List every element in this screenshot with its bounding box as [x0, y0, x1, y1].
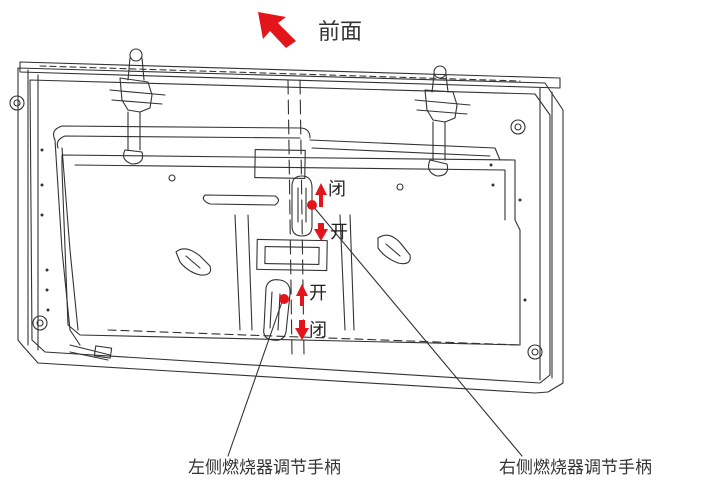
front-arrow-icon [258, 12, 296, 48]
right-burner-handle-label: 右侧燃烧器调节手柄 [499, 458, 652, 478]
right-valve-assembly [414, 65, 471, 177]
left-side-rail [27, 69, 39, 351]
foot-bottom-left [32, 315, 48, 331]
left-down-arrow-icon [295, 320, 309, 340]
top-rail [19, 61, 561, 89]
right-knob-housing [291, 175, 313, 237]
left-burner-handle-label: 左侧燃烧器调节手柄 [188, 458, 341, 478]
left-valve-assembly [109, 48, 166, 165]
right-down-arrow-icon [314, 223, 328, 241]
foot-bottom-right [527, 344, 543, 360]
gas-pipe-left-down [54, 139, 81, 346]
right-up-arrow-icon [315, 183, 327, 207]
left-knob-dot [279, 294, 289, 304]
inner-pan [61, 154, 521, 346]
center-window [256, 238, 328, 272]
foot-top-right [510, 119, 526, 135]
leader-line-left [227, 298, 284, 457]
right-knob-down-label: 开 [330, 222, 348, 243]
slot-left [175, 248, 212, 276]
slot-right [377, 234, 411, 265]
left-knob-up-label: 开 [309, 283, 327, 304]
left-knob-down-label: 闭 [309, 320, 327, 341]
right-side-rail [539, 87, 553, 381]
outer-frame [17, 67, 564, 394]
left-up-arrow-icon [296, 284, 308, 306]
outer-frame-inner [29, 79, 551, 384]
gas-pipe [53, 125, 311, 141]
front-label: 前面 [318, 20, 363, 45]
foot-top-left [9, 95, 25, 111]
right-knob-dot [307, 200, 317, 210]
leader-line-right [311, 204, 523, 457]
right-knob-up-label: 闭 [328, 179, 346, 200]
left-knob-housing [263, 279, 291, 341]
